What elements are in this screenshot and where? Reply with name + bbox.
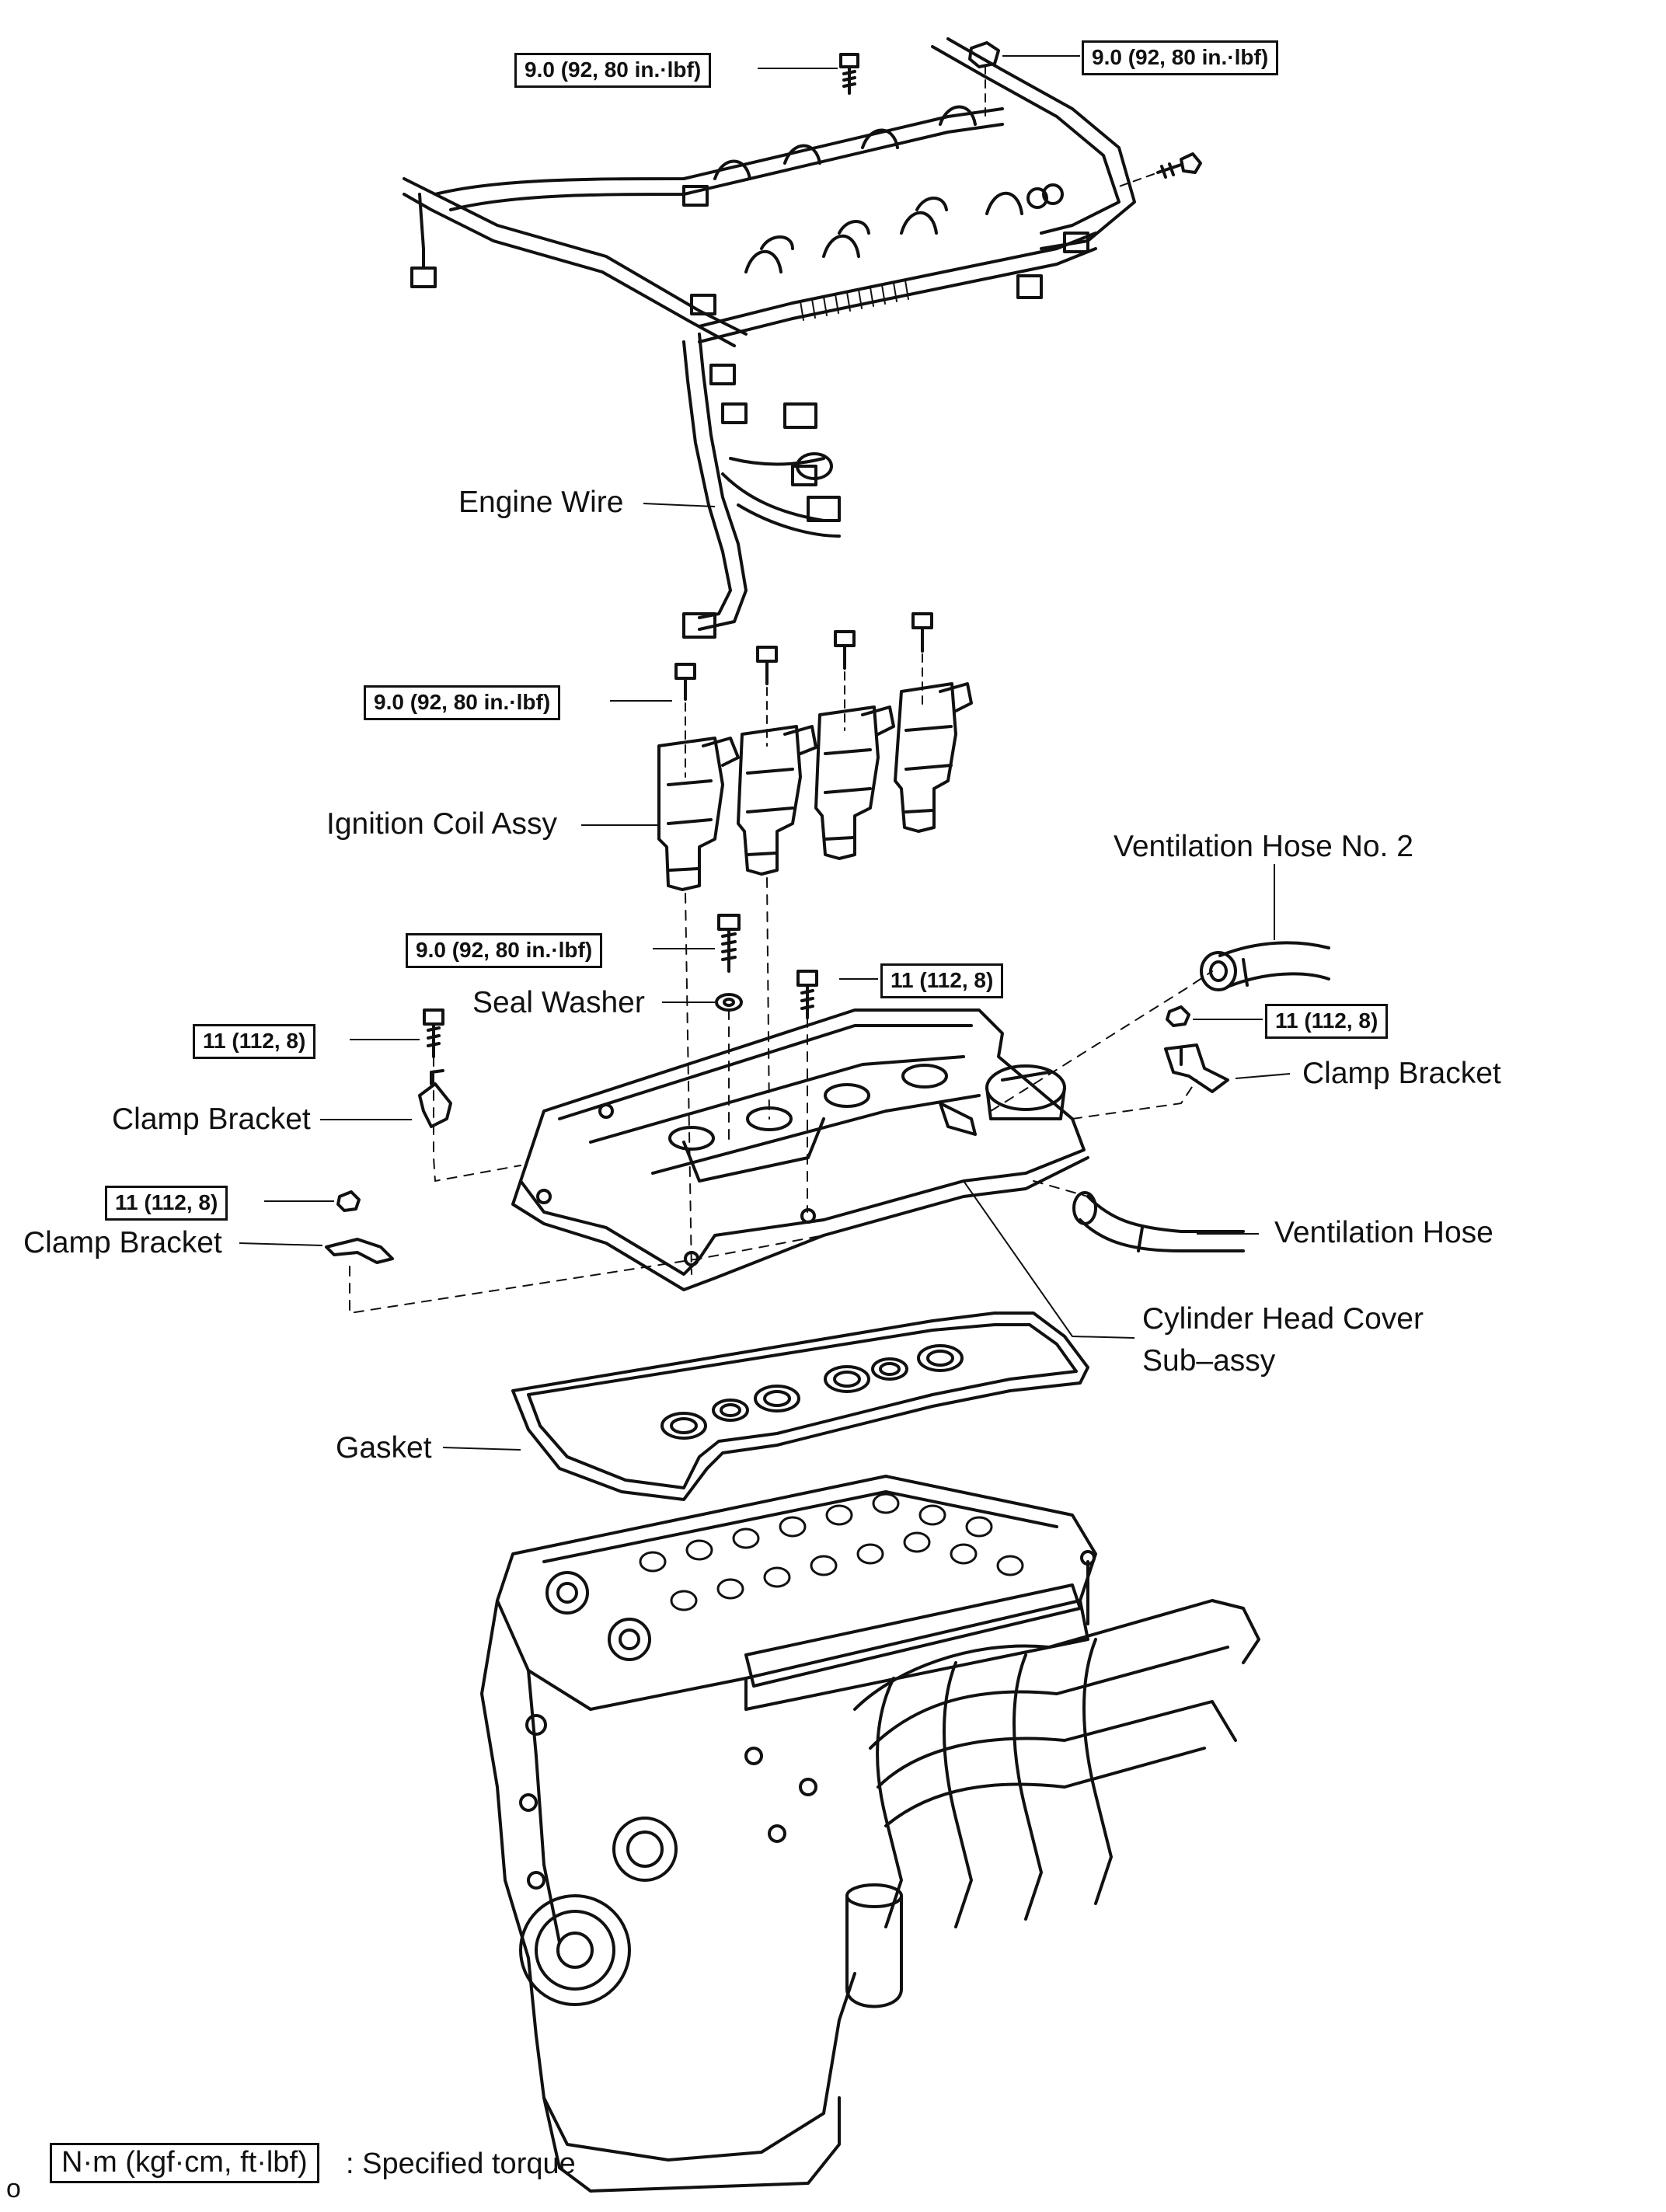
ventilation-hose-part [1072,1191,1245,1252]
gasket-part [511,1312,1089,1501]
ventilation-hose-no2-part [1200,941,1330,991]
nut-top-right [968,41,1000,117]
label-ignition-coil-assy: Ignition Coil Assy [326,807,557,841]
legend-description: : Specified torque [346,2148,576,2180]
label-cylinder-head-cover-line1: Cylinder Head Cover [1142,1302,1424,1336]
torque-label-coil: 9.0 (92, 80 in.·lbf) [364,685,561,720]
bolt-top-left [839,53,859,95]
cylinder-head-cover [511,1008,1089,1291]
leader-gasket [442,1447,521,1451]
corner-mark: o [6,2174,21,2203]
leader-cylinder-head-cover [963,1180,1135,1339]
torque-label-bolt-center: 9.0 (92, 80 in.·lbf) [406,933,603,968]
torque-label-top-left: 9.0 (92, 80 in.·lbf) [514,53,712,88]
torque-label-11-right: 11 (112, 8) [1265,1004,1389,1039]
leader-clamp-bracket-right [1235,1073,1291,1079]
leader-clamp-bracket-lower [239,1242,323,1246]
legend-unit-box: N·m (kgf·cm, ft·lbf) [50,2143,319,2183]
engine-wire-harness [403,37,1136,639]
clamp-bracket-lower [325,1190,394,1264]
label-ventilation-hose-no2: Ventilation Hose No. 2 [1114,830,1413,863]
torque-label-11-left: 11 (112, 8) [193,1024,316,1059]
clamp-bracket-right [1164,1005,1229,1093]
label-engine-wire: Engine Wire [458,486,624,519]
label-clamp-bracket-left: Clamp Bracket [112,1103,311,1136]
torque-label-top-right: 9.0 (92, 80 in.·lbf) [1082,40,1279,75]
torque-label-11-lower: 11 (112, 8) [105,1186,228,1221]
engine-block [480,1475,1260,2193]
label-clamp-bracket-lower: Clamp Bracket [23,1226,222,1259]
leader-engine-wire [643,503,716,507]
torque-label-11-center: 11 (112, 8) [880,963,1004,998]
label-ventilation-hose: Ventilation Hose [1274,1216,1493,1249]
seal-washer-part [715,914,743,1012]
bolt-right-harness [1118,152,1202,187]
label-cylinder-head-cover-line2: Sub–assy [1142,1344,1276,1378]
label-gasket: Gasket [336,1431,432,1465]
bolt-center [796,970,818,1019]
clamp-bracket-left [418,1008,452,1128]
ignition-coils [657,612,973,891]
label-seal-washer: Seal Washer [472,986,645,1019]
label-clamp-bracket-right: Clamp Bracket [1302,1057,1501,1090]
